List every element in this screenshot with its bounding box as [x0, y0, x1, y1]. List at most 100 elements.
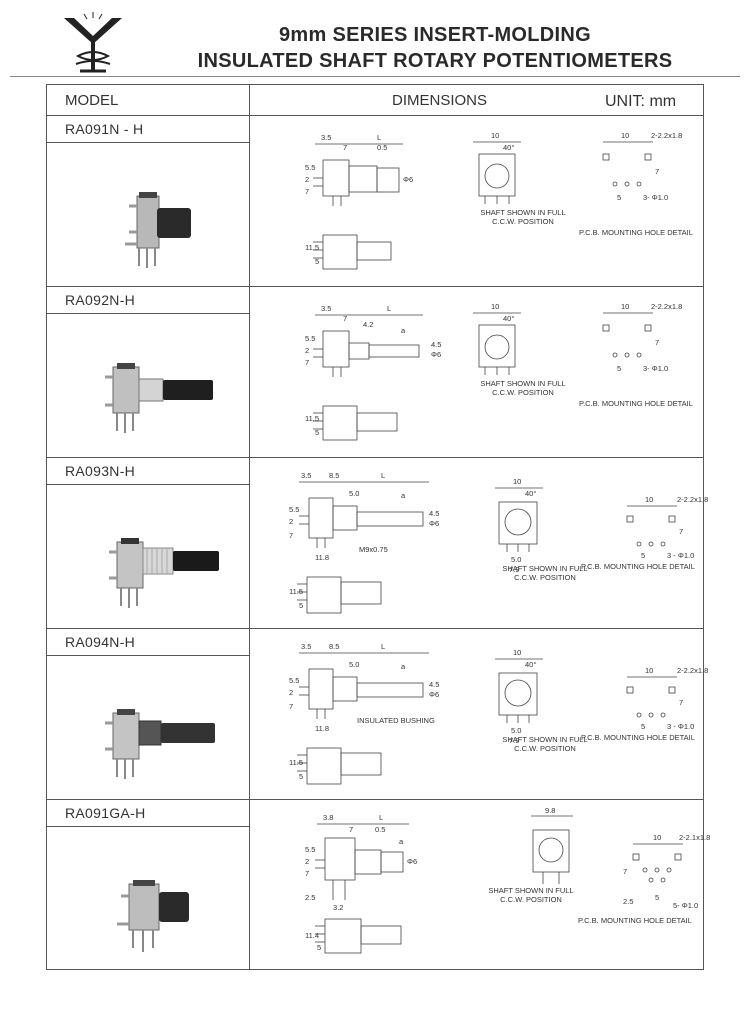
- dim-label: 10: [621, 131, 629, 140]
- dim-label: Φ6: [431, 350, 441, 359]
- dim-label: 5: [299, 601, 303, 610]
- dim-label: 7.9: [509, 565, 519, 574]
- column-header-model: MODEL: [65, 92, 119, 109]
- dim-label: 7: [349, 825, 353, 834]
- table-row: RA091N - H 3.5 7: [47, 116, 703, 286]
- dim-label: 4.5: [431, 340, 441, 349]
- dim-label: 3.2: [333, 903, 343, 912]
- dim-label: 5.5: [289, 676, 299, 685]
- dimension-drawing: 3.5 7 4.2 L a 5.5 2 7 4.5 Φ6 11.5 5 10 4…: [305, 302, 682, 441]
- column-header-dimensions: DIMENSIONS: [392, 92, 488, 109]
- dim-label: 4.5: [429, 680, 439, 689]
- dim-label: 7: [305, 358, 309, 367]
- extra-label: M9x0.75: [359, 545, 388, 554]
- dim-label: 5: [641, 551, 645, 560]
- dim-label: 7: [679, 698, 683, 707]
- model-name: RA092N-H: [65, 292, 136, 308]
- pcb-hole-note: P.C.B. MOUNTING HOLE DETAIL: [579, 399, 693, 408]
- potentiometer-photo: [105, 709, 215, 779]
- dim-label: 0.5: [375, 825, 385, 834]
- dim-label: 5: [299, 772, 303, 781]
- dim-label: 3.8: [323, 813, 333, 822]
- dim-label: 5: [617, 193, 621, 202]
- dim-label: 5: [317, 943, 321, 952]
- dim-label: 11.5: [289, 758, 303, 767]
- dim-label: 4.2: [363, 320, 373, 329]
- dim-label: 3 - Φ1.0: [667, 722, 694, 731]
- model-name: RA094N-H: [65, 634, 136, 650]
- dim-label: 7: [655, 338, 659, 347]
- dim-label: L: [377, 133, 381, 142]
- dim-label: 8.5: [329, 642, 339, 651]
- header-row-divider: [47, 115, 703, 116]
- dim-label: 40°: [525, 489, 536, 498]
- dim-label: 3- Φ1.0: [643, 193, 668, 202]
- dim-label: 10: [513, 648, 521, 657]
- dim-label: 7: [343, 143, 347, 152]
- row-divider: [47, 286, 703, 287]
- dim-label: 2-2.2x1.8: [677, 666, 708, 675]
- dim-label: 5.5: [289, 505, 299, 514]
- pcb-hole-note: P.C.B. MOUNTING HOLE DETAIL: [578, 916, 692, 925]
- dim-label: 7: [343, 314, 347, 323]
- dim-label: 40°: [503, 143, 514, 152]
- dim-label: 7: [679, 527, 683, 536]
- row-divider: [47, 799, 703, 800]
- dim-label: a: [401, 662, 406, 671]
- dim-label: 11.5: [289, 587, 303, 596]
- model-name-divider: [47, 142, 249, 143]
- title-line-1: 9mm SERIES INSERT-MOLDING: [279, 24, 591, 46]
- dim-label: 3.5: [321, 133, 331, 142]
- model-name-divider: [47, 313, 249, 314]
- column-divider: [249, 85, 250, 969]
- dimension-drawing: 3.8 7 0.5 L a 5.5 2 7 2.5 3.2 Φ6 11.4 5 …: [305, 806, 710, 954]
- table-row: RA094N-H 3.5: [47, 629, 708, 799]
- dim-label: L: [381, 471, 385, 480]
- extra-label: INSULATED BUSHING: [357, 716, 435, 725]
- page-header: 9mm SERIES INSERT-MOLDING INSULATED SHAF…: [0, 0, 750, 80]
- dim-label: 2.5: [305, 893, 315, 902]
- dim-label: 4.5: [429, 509, 439, 518]
- dim-label: 3 - Φ1.0: [667, 551, 694, 560]
- potentiometer-photo: [109, 538, 219, 608]
- dim-label: 2: [305, 857, 309, 866]
- dim-label: 2-2.2x1.8: [651, 131, 682, 140]
- model-name-divider: [47, 655, 249, 656]
- dim-label: 40°: [503, 314, 514, 323]
- potentiometer-photo: [117, 880, 189, 952]
- dim-label: 0.5: [377, 143, 387, 152]
- pcb-hole-note: P.C.B. MOUNTING HOLE DETAIL: [579, 228, 693, 237]
- dim-label: 5.0: [511, 555, 521, 564]
- dim-label: 5- Φ1.0: [673, 901, 698, 910]
- dim-label: Φ6: [429, 690, 439, 699]
- dim-label: 9.8: [545, 806, 555, 815]
- dim-label: 11.8: [315, 553, 329, 562]
- dim-label: 8.5: [329, 471, 339, 480]
- dim-label: 11.4: [305, 931, 319, 940]
- model-name: RA093N-H: [65, 463, 136, 479]
- model-name: RA091GA-H: [65, 805, 146, 821]
- dim-label: 7.9: [509, 736, 519, 745]
- dim-label: 2: [289, 517, 293, 526]
- dim-label: 5: [315, 257, 319, 266]
- dim-label: 10: [621, 302, 629, 311]
- model-name-divider: [47, 826, 249, 827]
- dim-label: 7: [305, 187, 309, 196]
- dim-label: 2.5: [623, 897, 633, 906]
- dim-label: 5.0: [349, 660, 359, 669]
- dim-label: 5: [617, 364, 621, 373]
- dim-label: 7: [655, 167, 659, 176]
- unit-label: UNIT: mm: [605, 93, 677, 110]
- dimension-drawing: 3.5 8.5 5.0 L a 5.5 2 7 4.5 Φ6 11.8 INSU…: [289, 642, 708, 785]
- dim-label: 11.8: [315, 724, 329, 733]
- dim-label: 5: [641, 722, 645, 731]
- dim-label: L: [387, 304, 391, 313]
- model-name-divider: [47, 484, 249, 485]
- dim-label: 2: [305, 175, 309, 184]
- dim-label: 10: [513, 477, 521, 486]
- dim-label: 2-2.1x1.8: [679, 833, 710, 842]
